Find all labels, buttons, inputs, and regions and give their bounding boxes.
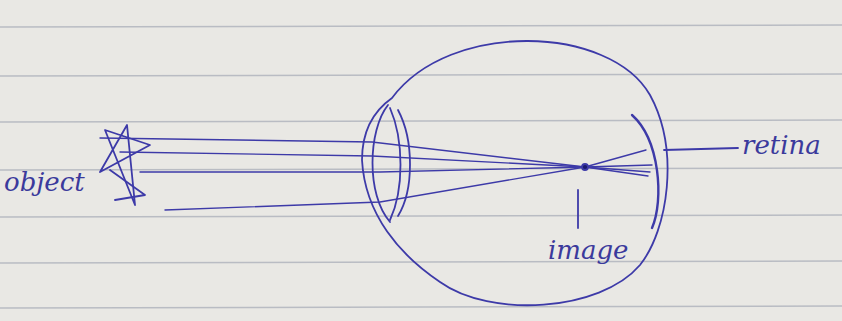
retina-leader xyxy=(664,148,738,150)
image-leader xyxy=(577,190,579,228)
object-star-scribble xyxy=(110,170,145,200)
eyeball-outline xyxy=(362,41,668,305)
light-rays xyxy=(100,138,652,210)
focal-point xyxy=(582,164,588,170)
lens-outer xyxy=(373,105,391,222)
ruled-lines xyxy=(0,25,842,308)
object-star xyxy=(100,125,150,205)
object-label: object xyxy=(4,168,85,197)
lens-mid xyxy=(390,108,401,220)
retina-label: retina xyxy=(742,131,821,160)
image-label: image xyxy=(548,236,629,265)
